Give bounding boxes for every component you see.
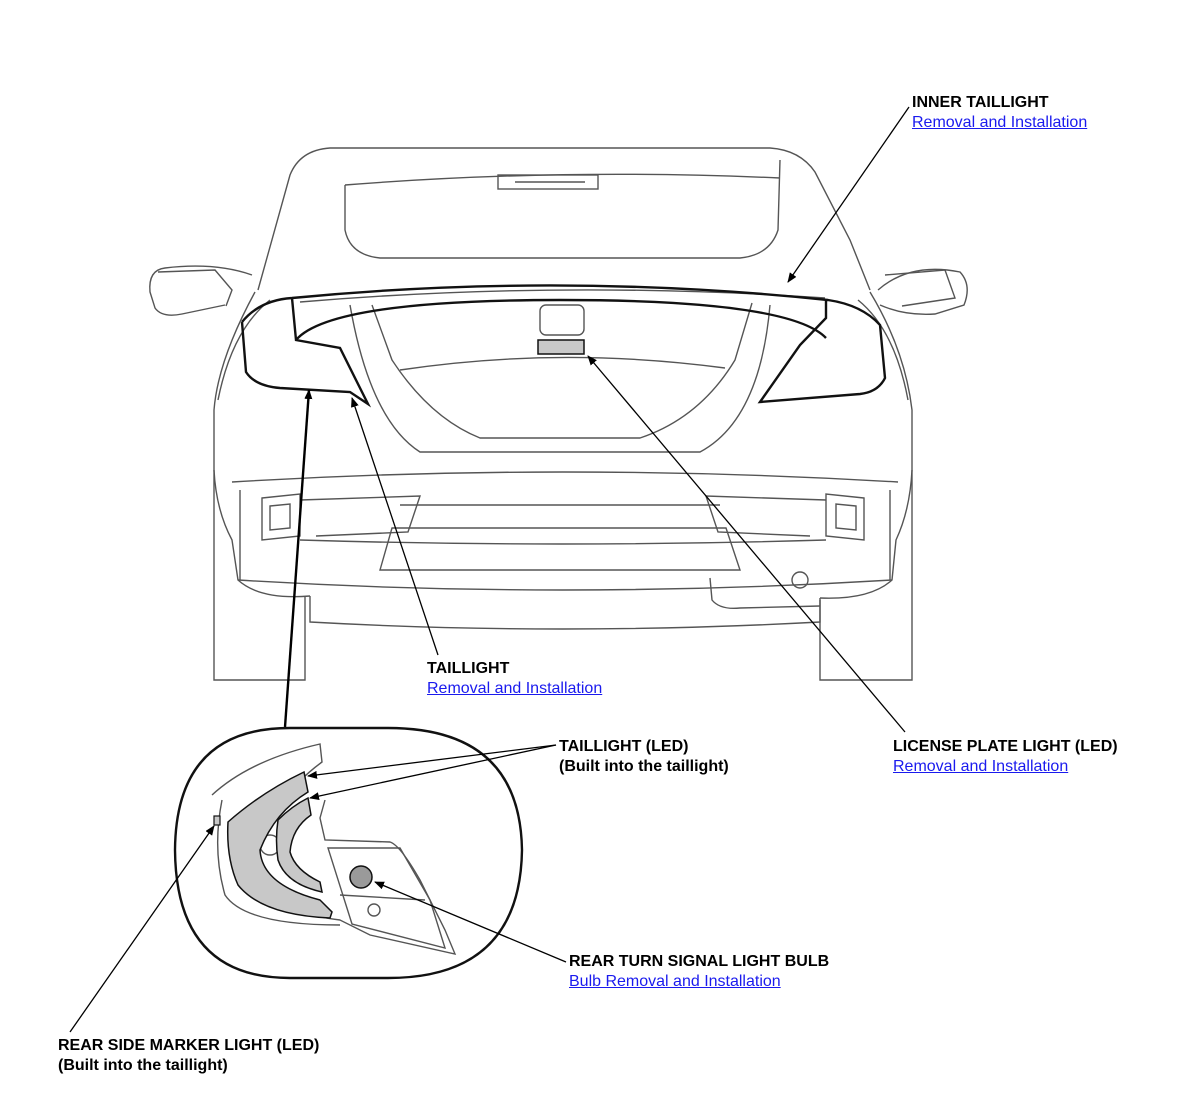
leader-taillight-led-2 [309,744,557,801]
leader-detail-view [283,389,313,728]
license-plate-light-label: LICENSE PLATE LIGHT (LED) [893,738,1118,755]
leader-taillight [351,397,439,656]
taillight-led-inner [275,796,323,893]
taillight-removal-link[interactable]: Removal and Installation [427,680,603,697]
rear-light-bar [240,284,887,408]
leader-lines [69,106,910,1033]
rear-turn-signal-label: REAR TURN SIGNAL LIGHT BULB [569,953,830,970]
taillight-detail-view [173,726,524,980]
taillight-led-label: TAILLIGHT (LED) [559,738,689,755]
rear-side-marker-light-icon [213,815,221,826]
license-plate-light-callout: LICENSE PLATE LIGHT (LED) Removal and In… [893,737,1118,777]
taillight-callout: TAILLIGHT Removal and Installation [427,659,602,699]
vehicle-body [149,147,968,681]
inner-taillight-removal-link[interactable]: Removal and Installation [912,114,1088,131]
inner-taillight-label: INNER TAILLIGHT [912,94,1049,111]
taillight-led-outer [226,770,333,919]
leader-taillight-led-1 [307,744,557,779]
leader-license-plate-light [587,355,906,733]
inner-taillight-callout: INNER TAILLIGHT Removal and Installation [912,93,1087,133]
taillight-led-note: (Built into the taillight) [559,758,729,775]
rear-side-marker-callout: REAR SIDE MARKER LIGHT (LED) (Built into… [58,1036,319,1076]
leader-rear-side-marker [69,825,215,1033]
rear-side-marker-note: (Built into the taillight) [58,1057,228,1074]
taillight-led-callout: TAILLIGHT (LED) (Built into the tailligh… [559,737,729,777]
rear-turn-signal-bulb-link[interactable]: Bulb Removal and Installation [569,973,781,990]
leader-inner-taillight [787,106,910,283]
leader-rear-turn-signal [374,881,567,963]
license-plate-light-removal-link[interactable]: Removal and Installation [893,758,1069,775]
license-plate-light-icon [537,339,585,355]
taillight-label: TAILLIGHT [427,660,510,677]
rear-side-marker-label: REAR SIDE MARKER LIGHT (LED) [58,1037,320,1054]
rear-turn-signal-callout: REAR TURN SIGNAL LIGHT BULB Bulb Removal… [569,952,829,992]
rear-turn-signal-bulb-icon [349,865,373,889]
